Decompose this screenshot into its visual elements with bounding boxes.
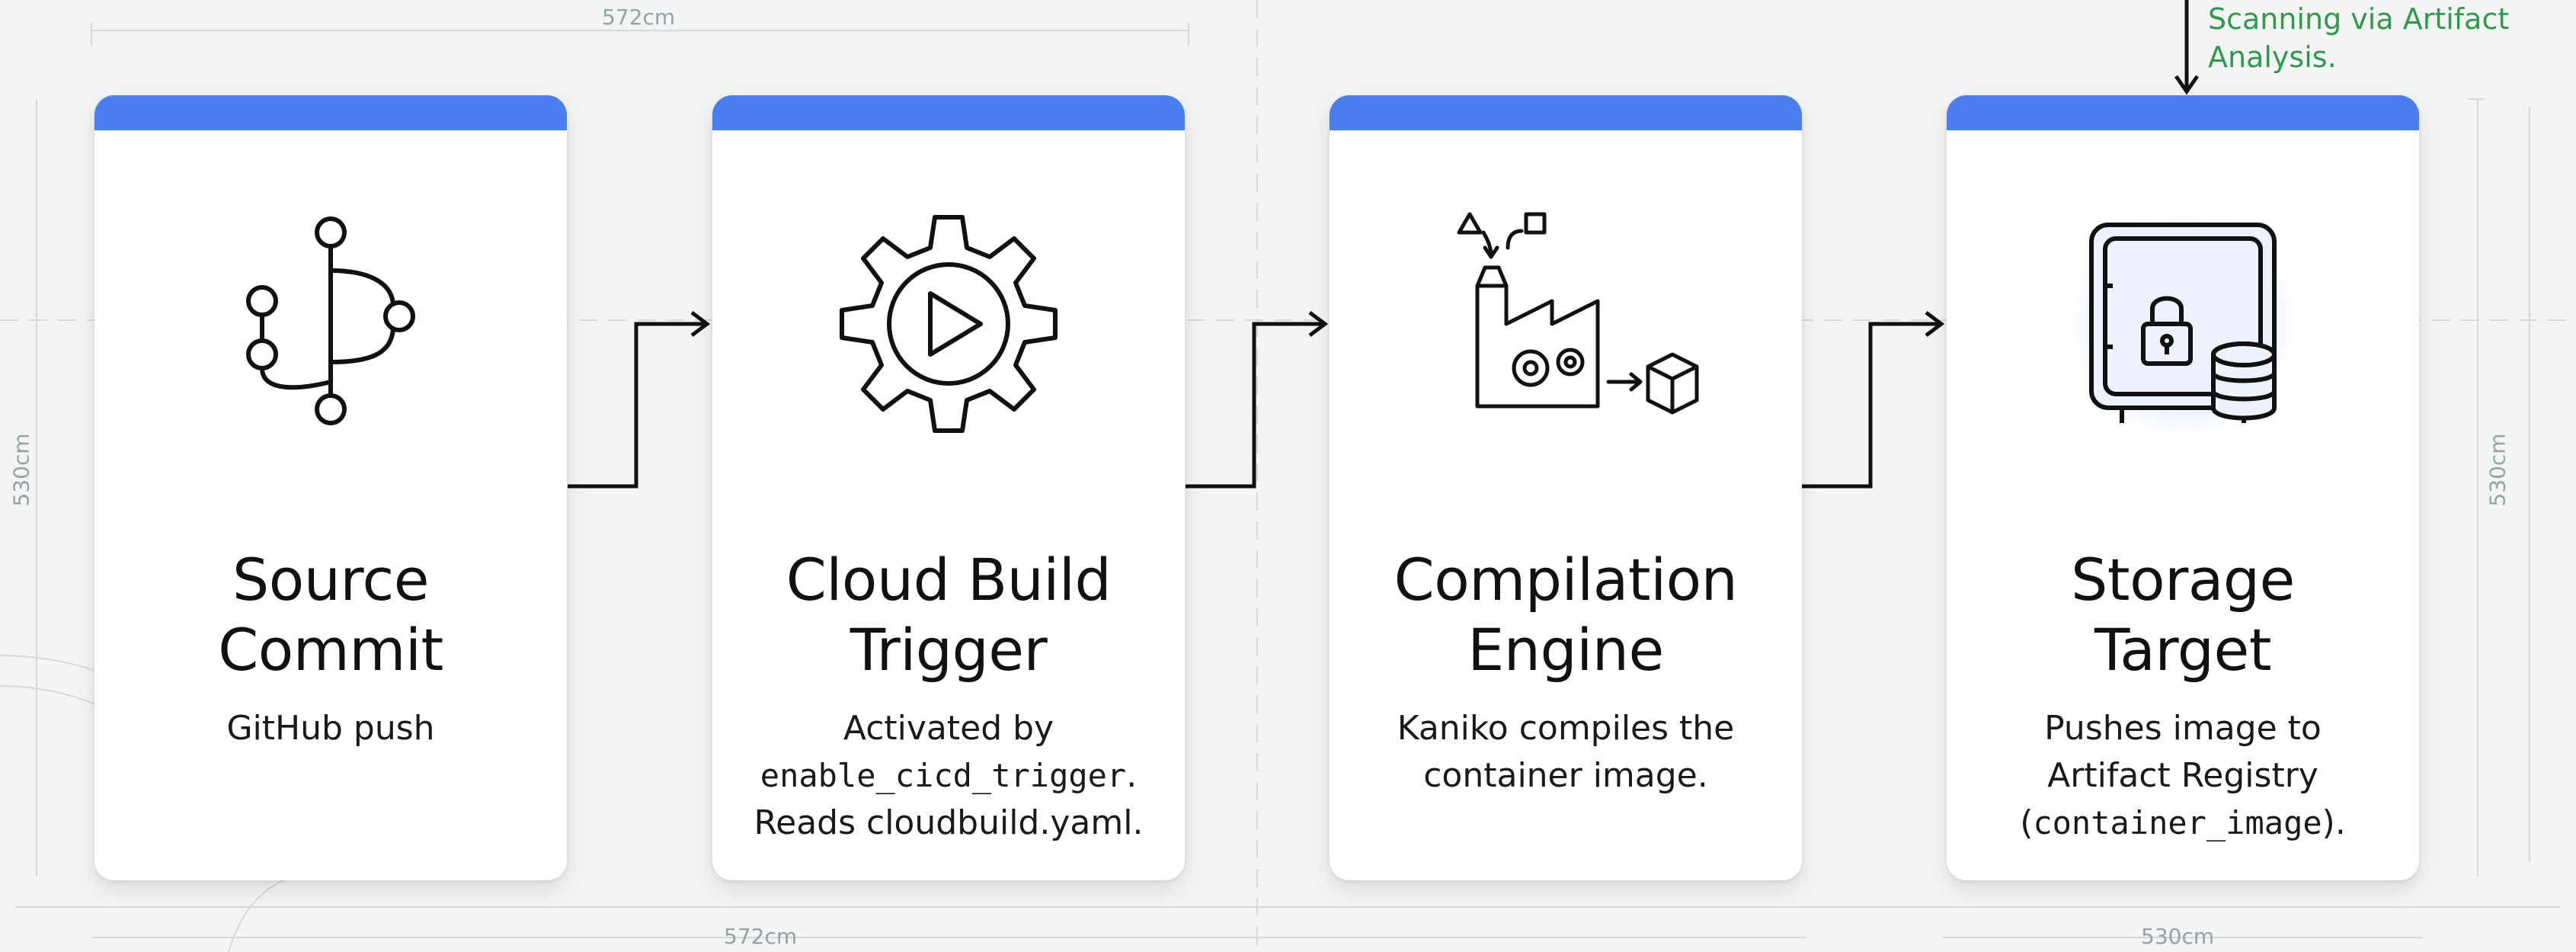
title-line-2: Trigger (850, 616, 1048, 684)
dimension-label-right: 530cm (2485, 433, 2510, 507)
dimension-label-top: 572cm (602, 5, 676, 30)
desc-line-3: (container_image). (1962, 800, 2404, 847)
stage-description: Activated by enable_cicd_trigger. Reads … (728, 705, 1170, 847)
dimension-label-bottom-right: 530cm (2141, 924, 2215, 949)
stage-card-storage-target: Storage Target Pushes image to Artifact … (1947, 95, 2419, 880)
stage-title: Compilation Engine (1345, 545, 1787, 685)
factory-icon (1457, 212, 1699, 415)
stage-card-compilation-engine: Compilation Engine Kaniko compiles the c… (1330, 95, 1802, 880)
stage-card-source-commit: Source Commit GitHub push (94, 95, 567, 880)
annotation-line-2: Analysis. (2208, 40, 2337, 74)
desc-code-close: ). (2322, 803, 2346, 842)
desc-line-1: Kaniko compiles the (1397, 709, 1735, 748)
stage-card-cloud-build-trigger: Cloud Build Trigger Activated by enable_… (712, 95, 1185, 880)
desc-line-1: GitHub push (226, 709, 435, 748)
gear-play-icon (840, 215, 1058, 433)
stage-description: Pushes image to Artifact Registry (conta… (1962, 705, 2404, 847)
vault-database-icon (2069, 210, 2297, 438)
scanning-annotation: Scanning via Artifact Analysis. (2208, 0, 2558, 76)
desc-code: container_image (2033, 804, 2322, 841)
desc-line-1: Pushes image to (2044, 709, 2322, 748)
desc-line-2: enable_cicd_trigger. (728, 752, 1170, 800)
stage-title: Source Commit (110, 545, 552, 685)
title-line-2: Target (2094, 616, 2272, 684)
desc-line-1: Activated by (843, 709, 1054, 748)
dimension-label-bottom-left: 572cm (724, 924, 798, 949)
desc-code-open: ( (2020, 803, 2034, 842)
desc-code-suffix: . (1126, 756, 1138, 795)
card-accent-bar (712, 95, 1185, 130)
stage-description: GitHub push (110, 705, 552, 752)
annotation-line-1: Scanning via Artifact (2208, 2, 2510, 36)
desc-code: enable_cicd_trigger (760, 757, 1127, 794)
card-accent-bar (94, 95, 567, 130)
desc-line-2: container image. (1423, 756, 1708, 795)
title-line-2: Engine (1467, 616, 1664, 684)
git-branch-icon (246, 216, 415, 425)
card-accent-bar (1330, 95, 1802, 130)
title-line-2: Commit (218, 616, 443, 684)
title-line-1: Storage (2071, 546, 2295, 614)
desc-line-2: Artifact Registry (2047, 756, 2318, 795)
title-line-1: Cloud Build (786, 546, 1112, 614)
annotation-arrow (2174, 0, 2200, 95)
stage-description: Kaniko compiles the container image. (1345, 705, 1787, 800)
stage-title: Storage Target (1962, 545, 2404, 685)
dimension-label-left: 530cm (8, 433, 34, 507)
title-line-1: Compilation (1394, 546, 1738, 614)
desc-line-3: Reads cloudbuild.yaml. (754, 803, 1144, 842)
stage-title: Cloud Build Trigger (728, 545, 1170, 685)
card-accent-bar (1947, 95, 2419, 130)
title-line-1: Source (232, 546, 430, 614)
